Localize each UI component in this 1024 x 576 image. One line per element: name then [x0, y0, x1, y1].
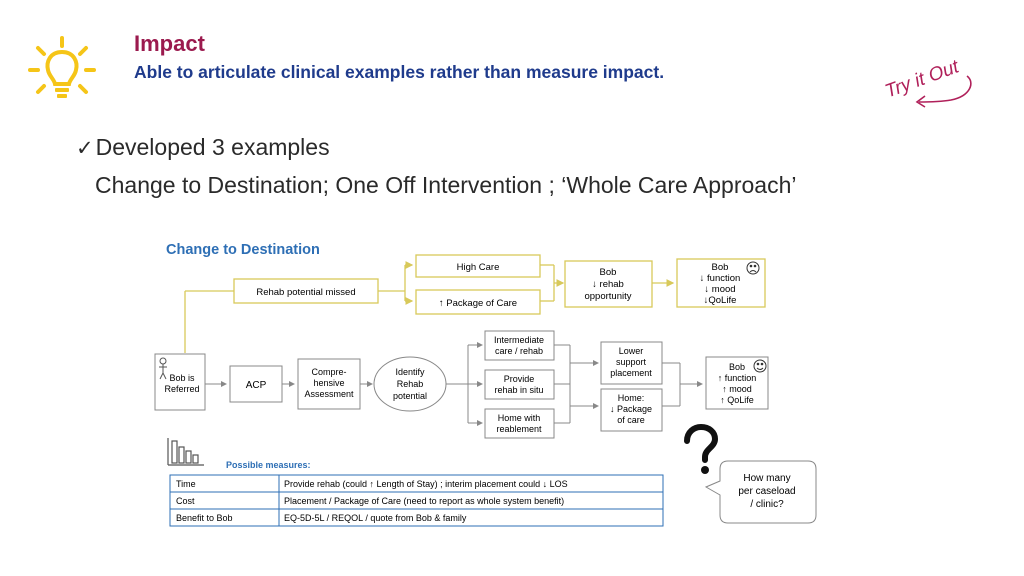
- happy-face-icon: [753, 359, 767, 373]
- bob-better-line: Bob: [729, 362, 745, 372]
- bullet-developed-examples: ✓Developed 3 examples: [76, 134, 330, 161]
- high-care-label: High Care: [457, 262, 500, 273]
- bob-referred-line: Referred: [164, 384, 199, 394]
- diagram-heading: Change to Destination: [166, 242, 320, 258]
- rehab-missed-box: [233, 278, 379, 304]
- bullet-text: Developed 3 examples: [95, 134, 330, 160]
- measure-label-time: Time: [176, 479, 196, 489]
- speech-line: How many: [743, 473, 790, 484]
- measures-table: [169, 474, 664, 527]
- lower-support-line: placement: [610, 368, 652, 378]
- home-reablement-box: [484, 408, 555, 439]
- person-icon: [159, 357, 167, 380]
- home-package-box: [600, 388, 663, 432]
- comprehensive-line: hensive: [313, 378, 344, 388]
- check-icon: ✓: [76, 137, 94, 160]
- bob-worse-line: ↓QoLife: [704, 295, 737, 306]
- lower-support-line: Lower: [619, 346, 644, 356]
- bob-better-line: ↑ QoLife: [720, 395, 754, 405]
- package-of-care-label: ↑ Package of Care: [439, 298, 517, 309]
- acp-label: ACP: [246, 380, 267, 391]
- bob-referred-box: [154, 353, 206, 411]
- speech-line: / clinic?: [750, 499, 784, 510]
- page-title: Impact: [134, 31, 205, 56]
- lower-support-line: support: [616, 357, 647, 367]
- speech-bubble: [704, 460, 817, 524]
- bob-rehab-opportunity-box: [564, 260, 653, 308]
- rehab-in-situ-line: Provide: [504, 374, 535, 384]
- comprehensive-assessment-box: [297, 358, 361, 410]
- identify-line: Identify: [395, 367, 425, 377]
- comprehensive-line: Compre-: [311, 367, 346, 377]
- examples-line: Change to Destination; One Off Intervent…: [95, 172, 797, 198]
- lightbulb-icon: [28, 36, 96, 98]
- rehab-in-situ-line: rehab in situ: [494, 385, 543, 395]
- home-package-line: of care: [617, 415, 645, 425]
- rehab-missed-label: Rehab potential missed: [256, 287, 355, 298]
- question-mark-icon: [684, 423, 719, 474]
- home-reablement-line: reablement: [496, 424, 542, 434]
- measure-value-cost: Placement / Package of Care (need to rep…: [284, 496, 564, 506]
- bob-rehab-line: Bob: [600, 267, 617, 278]
- home-reablement-line: Home with: [498, 413, 541, 423]
- home-package-line: ↓ Package: [610, 404, 652, 414]
- high-care-box: [415, 254, 541, 278]
- page-subtitle: Able to articulate clinical examples rat…: [134, 62, 665, 82]
- bob-rehab-line: ↓ rehab: [592, 279, 624, 290]
- bob-better-line: ↑ function: [718, 373, 757, 383]
- measure-label-benefit: Benefit to Bob: [176, 513, 233, 523]
- package-of-care-box: [415, 289, 541, 315]
- identify-line: potential: [393, 391, 427, 401]
- lower-support-box: [600, 341, 663, 385]
- identify-line: Rehab: [397, 379, 424, 389]
- bob-better-box: [705, 356, 769, 410]
- identify-rehab-ellipse: [373, 356, 447, 412]
- bob-referred-line: Bob is: [169, 373, 195, 383]
- try-it-out-stamp: Try it Out: [882, 56, 972, 108]
- acp-box: [229, 365, 283, 403]
- change-to-destination-diagram: Change to Destination Rehab potential mi…: [154, 242, 817, 527]
- intermediate-care-box: [484, 330, 555, 361]
- measure-value-benefit: EQ-5D-5L / REQOL / quote from Bob & fami…: [284, 513, 467, 523]
- intermediate-line: Intermediate: [494, 335, 544, 345]
- sad-face-icon: [746, 261, 760, 275]
- bob-better-line: ↑ mood: [722, 384, 752, 394]
- speech-line: per caseload: [738, 486, 795, 497]
- measure-value-time: Provide rehab (could ↑ Length of Stay) ;…: [284, 479, 568, 489]
- bar-chart-icon: [167, 438, 204, 466]
- bob-worse-line: Bob: [712, 262, 729, 273]
- measure-label-cost: Cost: [176, 496, 195, 506]
- comprehensive-line: Assessment: [304, 389, 354, 399]
- possible-measures-heading: Possible measures:: [226, 460, 311, 470]
- rehab-in-situ-box: [484, 369, 555, 400]
- home-package-line: Home:: [618, 393, 645, 403]
- bob-rehab-line: opportunity: [584, 291, 631, 302]
- bob-worse-line: ↓ mood: [704, 284, 735, 295]
- try-it-out-text: Try it Out: [882, 56, 962, 102]
- intermediate-line: care / rehab: [495, 346, 543, 356]
- bob-worse-line: ↓ function: [700, 273, 741, 284]
